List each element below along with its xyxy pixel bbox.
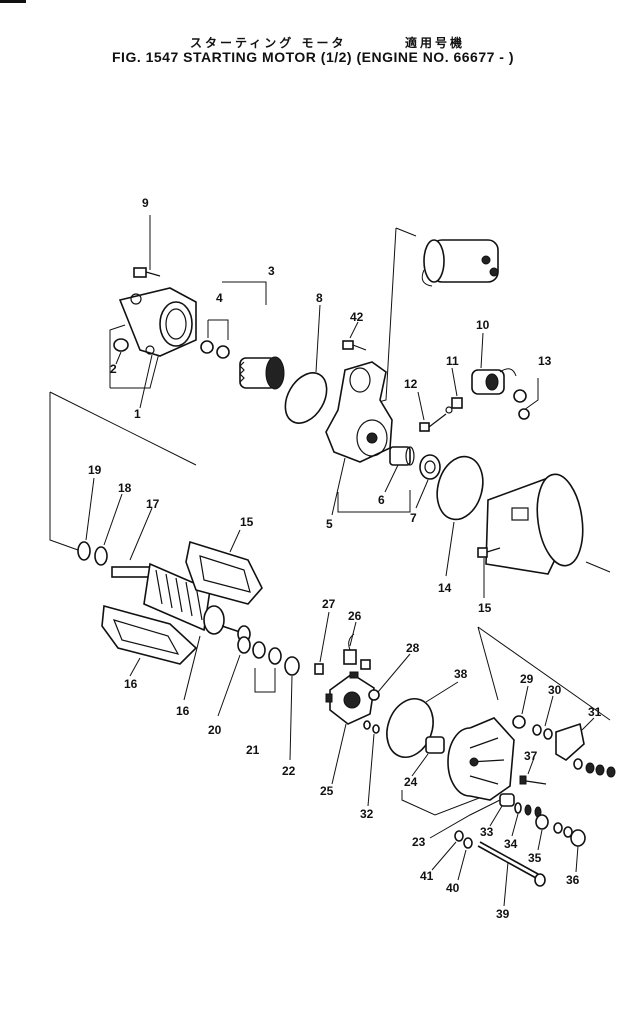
callout-16b: 16	[124, 677, 138, 691]
callout-5: 5	[326, 517, 333, 531]
part-9-bolt	[133, 215, 161, 278]
part-6-bush	[384, 446, 415, 493]
callout-23: 22	[282, 764, 296, 778]
corner-mark	[0, 0, 26, 3]
callout-38: 37	[524, 749, 538, 763]
part-26-brush-holder	[325, 671, 375, 785]
part-31-washer	[532, 695, 554, 740]
part-11-washer	[451, 367, 463, 409]
callout-13: 13	[538, 354, 552, 368]
callout-10: 10	[476, 318, 490, 332]
callout-32: 31	[588, 705, 602, 719]
callout-24: 23	[412, 835, 426, 849]
part-30-bush	[512, 685, 529, 729]
callout-6: 6	[378, 493, 385, 507]
callout-31: 30	[548, 683, 562, 697]
part-20-washer	[77, 477, 95, 561]
callout-36: 35	[528, 851, 542, 865]
figure-title: FIG. 1547 STARTING MOTOR (1/2) (ENGINE N…	[112, 49, 515, 65]
part-25-bush	[411, 736, 445, 777]
callout-7: 7	[410, 511, 417, 525]
callout-22: 21	[246, 743, 260, 757]
part-36-nut	[535, 814, 549, 851]
callout-20: 19	[88, 463, 102, 477]
part-22-washers	[252, 641, 282, 665]
part-24-rear-cover	[447, 717, 515, 801]
callout-42: 41	[420, 869, 434, 883]
callout-4: 4	[216, 291, 223, 305]
part-7-bearing	[415, 454, 441, 509]
group-brackets	[49, 227, 611, 839]
part-5-lever-housing	[325, 361, 393, 516]
callout-40: 39	[496, 907, 510, 921]
callout-labels: 9 3 4 8 42 10 2 11 13 12 1 15 19 18 6 17…	[88, 196, 602, 921]
part-2-bush	[113, 338, 129, 365]
part-3-pinion-clutch	[239, 356, 285, 390]
part-35-washers	[511, 802, 542, 837]
callout-8: 8	[316, 291, 323, 305]
part-34-bush	[489, 793, 515, 827]
title-japanese: スターティング モータ 適用号機	[190, 34, 550, 51]
part-42-washer	[431, 830, 464, 871]
callout-28: 27	[322, 597, 336, 611]
callout-9: 9	[142, 196, 149, 210]
callout-15: 15	[478, 601, 492, 615]
callout-33: 32	[360, 807, 374, 821]
callout-21: 20	[208, 723, 222, 737]
part-28-spring	[314, 611, 330, 675]
part-yoke	[485, 473, 584, 575]
callout-1: 1	[134, 407, 141, 421]
part-41-washer	[457, 837, 473, 881]
part-37-cap	[553, 822, 586, 873]
part-29-washer	[368, 653, 411, 701]
part-16-field-coil-upper	[185, 529, 263, 605]
callout-18: 17	[146, 497, 160, 511]
callout-16: 15	[240, 515, 254, 529]
part-1-drive-housing	[118, 287, 197, 409]
part-12-screw	[417, 391, 453, 432]
part-39-o-ring	[386, 681, 459, 758]
callout-14: 14	[438, 581, 452, 595]
part-43-bolt	[342, 321, 367, 351]
part-23-washer	[284, 656, 300, 761]
callout-17: 16	[176, 704, 190, 718]
part-27-brush	[343, 621, 371, 670]
callout-41: 40	[446, 881, 460, 895]
part-4-spacers	[200, 340, 230, 359]
callout-11: 11	[446, 354, 459, 368]
callout-2: 2	[110, 362, 117, 376]
part-38-screw	[519, 757, 547, 785]
part-16-field-coil-lower	[101, 604, 198, 677]
callout-12: 12	[404, 377, 418, 391]
part-32-bracket	[555, 717, 616, 778]
callout-35: 34	[504, 837, 518, 851]
callout-25: 24	[404, 775, 418, 789]
callout-29: 28	[406, 641, 420, 655]
callout-34: 33	[480, 825, 494, 839]
part-33-washer	[363, 720, 380, 807]
callout-37: 36	[566, 873, 580, 887]
part-15-screw	[477, 547, 501, 598]
title-japanese-part-name: スターティング モータ	[190, 36, 347, 50]
part-19-washer	[94, 493, 123, 566]
callout-26: 25	[320, 784, 334, 798]
part-13-terminal-nuts	[513, 389, 530, 420]
callout-27: 26	[348, 609, 362, 623]
title-japanese-applicable-serial: 適用号機	[405, 36, 466, 50]
callout-43: 42	[350, 310, 364, 324]
part-solenoid-switch	[421, 239, 499, 287]
callout-3: 3	[268, 264, 275, 278]
callout-39: 38	[454, 667, 468, 681]
part-8-o-ring	[284, 304, 328, 424]
part-21-washer	[217, 636, 251, 717]
part-40-through-bolt	[477, 841, 546, 907]
part-14-o-ring	[436, 455, 484, 577]
callout-30: 29	[520, 672, 534, 686]
callout-19: 18	[118, 481, 132, 495]
part-10-switch-body	[471, 332, 517, 395]
